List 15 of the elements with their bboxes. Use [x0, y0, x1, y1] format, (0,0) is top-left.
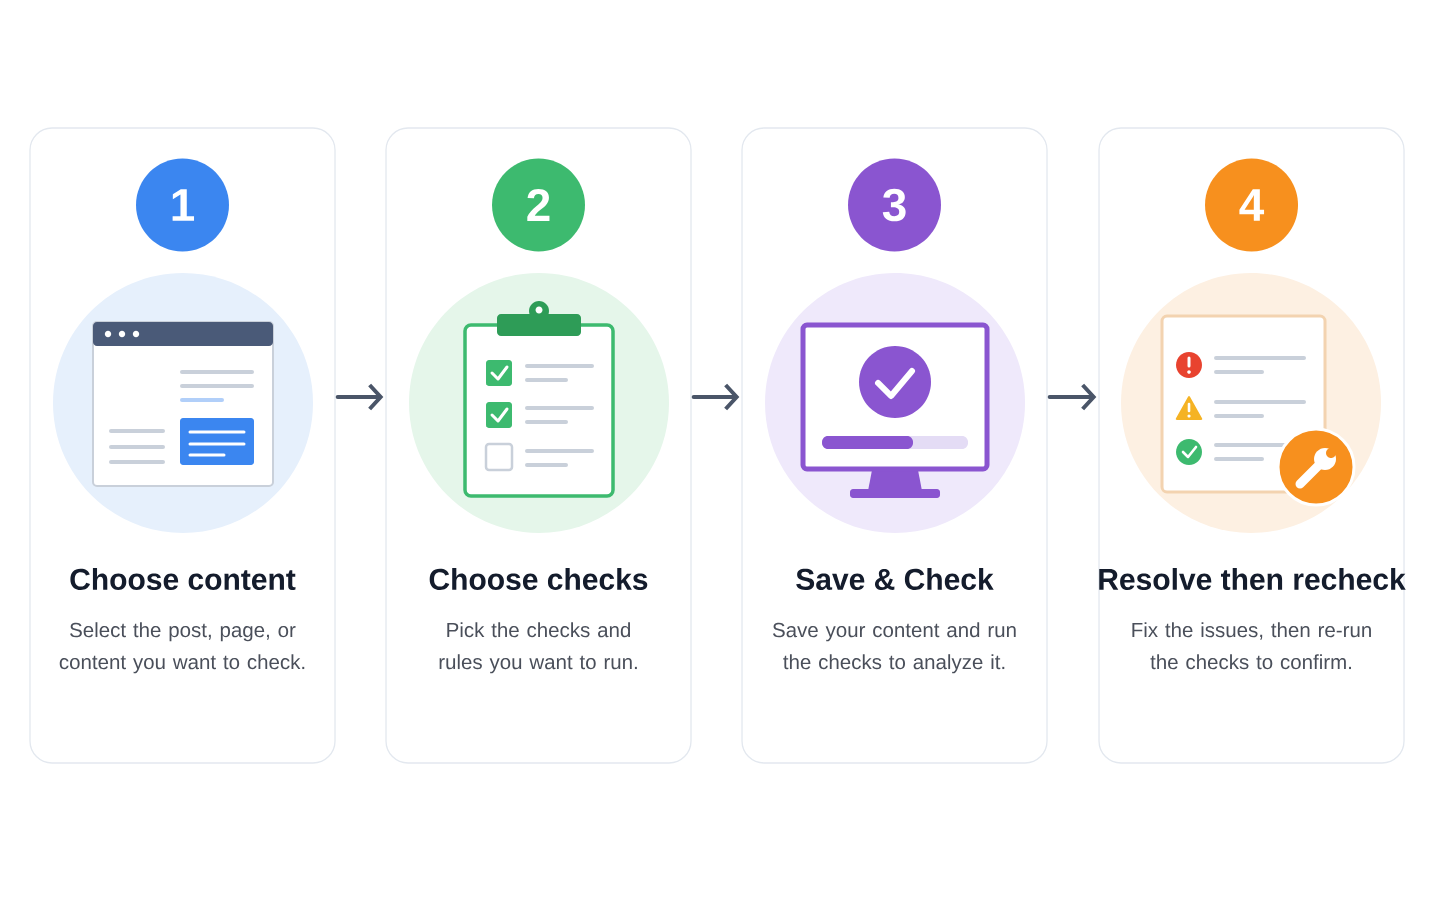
step-description: Pick the checks and rules you want to run. — [439, 622, 637, 674]
step-title: Choose checks — [429, 568, 648, 590]
step-description: Select the post, page, or content you want to check. — [59, 622, 305, 674]
arrow — [335, 383, 384, 411]
step-title: Choose content — [70, 568, 296, 590]
step-title: Save & Check — [796, 568, 994, 590]
step-description: Save your content and run the checks to analyze it. — [772, 622, 1016, 674]
step-description: Fix the issues, then re-run the checks to confirm. — [1132, 622, 1371, 670]
step-title: Resolve then recheck — [1099, 568, 1406, 590]
arrow — [1047, 383, 1097, 411]
step-number-badge: 3 — [848, 158, 941, 252]
step-number-badge: 4 — [1205, 158, 1298, 252]
step-number-badge: 1 — [136, 158, 229, 252]
step-number-badge: 2 — [492, 158, 585, 252]
arrow — [691, 383, 740, 411]
